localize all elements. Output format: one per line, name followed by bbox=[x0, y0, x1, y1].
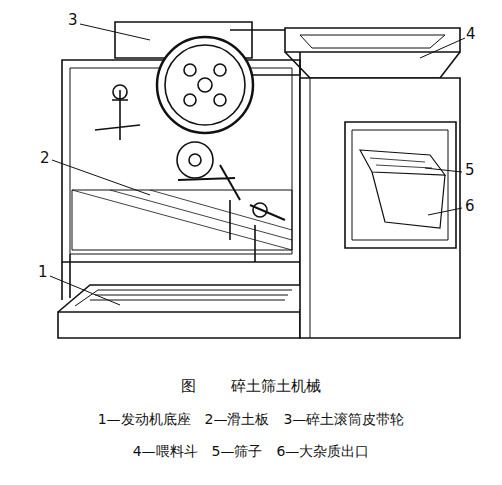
callout-number: 3 bbox=[68, 12, 78, 29]
legend-line: 4—喂料斗 5—筛子 6—大杂质出口 bbox=[133, 444, 370, 459]
callout-number: 5 bbox=[465, 162, 475, 179]
callout-number: 2 bbox=[40, 150, 50, 167]
callout-number: 6 bbox=[465, 198, 475, 215]
legend-line: 1—发动机底座 2—滑土板 3—碎土滚筒皮带轮 bbox=[98, 412, 405, 427]
callout-number: 1 bbox=[38, 264, 48, 281]
callout-number: 4 bbox=[466, 26, 476, 43]
figure-caption: 图 碎土筛土机械 bbox=[181, 378, 321, 395]
